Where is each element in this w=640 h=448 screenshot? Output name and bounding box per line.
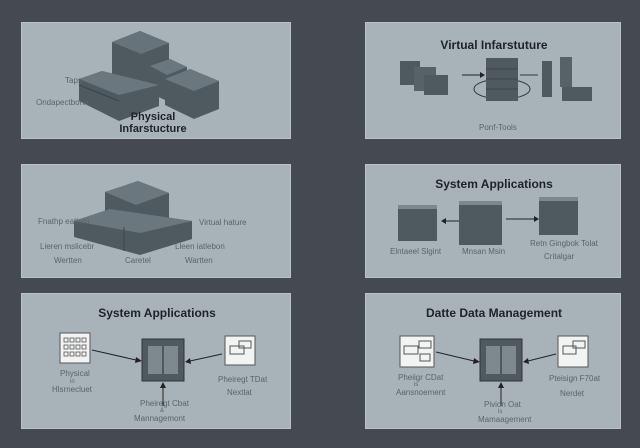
- panel-physical-infrastructure: Taps Ondapectbonn Physical Infarstucture: [21, 22, 291, 139]
- panel-title: Physical Infarstucture: [119, 111, 187, 135]
- label-ponf-tools: Ponf-Tools: [479, 123, 517, 132]
- label: Pheiigr CDat: [398, 373, 444, 382]
- label: Critalgar: [544, 252, 575, 261]
- label: Mannagemont: [134, 414, 186, 423]
- panel-system-applications: System Applications Elntaeel Slgint Mnsa…: [365, 164, 621, 278]
- panel-virtual-infrastructure: Virtual Infarstuture Ponf-Tools: [365, 22, 621, 139]
- label: Fnathp eatlon): [38, 217, 90, 226]
- panel-title: System Applications: [435, 177, 553, 191]
- data-flow-illustration: [399, 335, 589, 406]
- panel-title: Datte Data Management: [425, 306, 563, 320]
- server-cluster-illustration: [74, 181, 192, 255]
- label: Pivion Oat: [484, 400, 521, 409]
- label-taps: Taps: [65, 76, 82, 85]
- label: Lleen iatlebon: [175, 242, 225, 251]
- server-stack-illustration: [78, 31, 219, 121]
- panel-system-applications-2: System Applications Physical in Hlsrnecl…: [21, 293, 291, 429]
- label: Aansnoement: [396, 388, 446, 397]
- panel-title: System Applications: [98, 306, 216, 320]
- label: Pteisign F70at: [549, 374, 601, 383]
- label: Pheiregt Cbat: [140, 399, 189, 408]
- panel-data-management: Datte Data Management Pheiigr CDat is Aa…: [365, 293, 621, 429]
- label: Virtual hature: [199, 218, 247, 227]
- virtualization-illustration: [400, 57, 592, 101]
- label: &: [160, 408, 165, 414]
- label: Elntaeel Slgint: [390, 247, 442, 256]
- label: Nerdet: [560, 389, 585, 398]
- label: Nextlat: [227, 388, 252, 397]
- label: Physical: [60, 369, 90, 378]
- label: Wertten: [54, 256, 82, 265]
- label: Pheiregt TDat: [218, 375, 268, 384]
- panel-server-cluster: Fnathp eatlon) Virtual hature Lieren msl…: [21, 164, 291, 278]
- label: Mnsan Msin: [462, 247, 506, 256]
- label: Mamaagement: [478, 415, 532, 424]
- label: is: [498, 409, 503, 415]
- label: Lieren mslicebr: [40, 242, 95, 251]
- label: in: [70, 379, 75, 385]
- panel-title: Virtual Infarstuture: [440, 38, 548, 52]
- label: Wartten: [185, 256, 213, 265]
- label: Retn Gingbok Tolat: [530, 239, 598, 248]
- label-ondapectbonn: Ondapectbonn: [36, 98, 89, 107]
- label: Caretel: [125, 256, 151, 265]
- label: Hlsrnecluet: [52, 385, 93, 394]
- app-flow-illustration: [59, 332, 256, 406]
- label: is: [414, 382, 419, 388]
- app-windows-illustration: [398, 197, 578, 245]
